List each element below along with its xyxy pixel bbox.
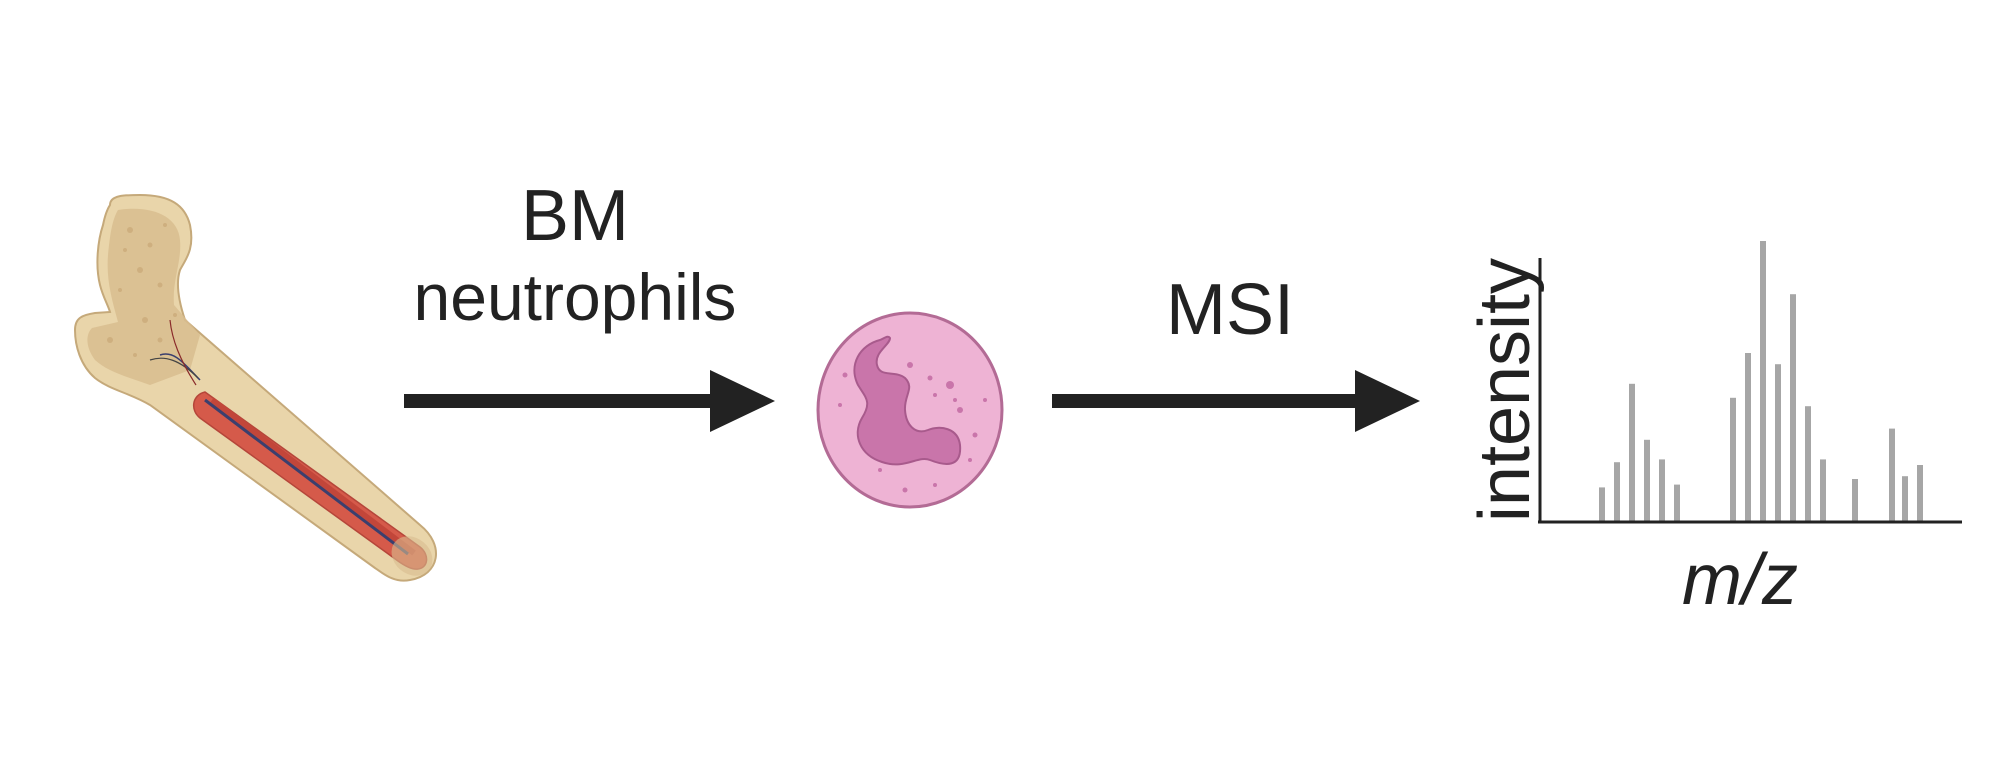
spectrum-peak: [1790, 294, 1796, 521]
spectrum-peak: [1775, 364, 1781, 521]
spectrum-peak: [1805, 406, 1811, 521]
x-axis-label: m/z: [1682, 540, 1798, 620]
spectrum-peak: [1889, 428, 1895, 521]
spectrum-peak: [1820, 459, 1826, 521]
step-label-neutrophils: neutrophils: [413, 260, 737, 334]
spectrum-peak: [1629, 383, 1635, 521]
spectrum-peak: [1760, 241, 1766, 521]
trabecular-texture: [107, 223, 177, 357]
spectrum-peak: [1852, 479, 1858, 521]
spectrum-peak: [1745, 353, 1751, 521]
spectrum-peaks: [1599, 241, 1923, 521]
step-label-msi: MSI: [1165, 270, 1294, 350]
spectrum-peak: [1902, 476, 1908, 521]
step-label-bm: BM: [521, 176, 629, 256]
spectrum-peak: [1917, 465, 1923, 521]
spectrum-peak: [1659, 459, 1665, 521]
spectrum-peak: [1730, 397, 1736, 521]
y-axis-label-text: intensity: [1465, 257, 1545, 523]
spectrum-peak: [1614, 462, 1620, 521]
spectrum-peak: [1599, 487, 1605, 521]
spectrum-peak: [1674, 484, 1680, 521]
granules: [838, 362, 987, 493]
spectrum-peak: [1644, 439, 1650, 521]
